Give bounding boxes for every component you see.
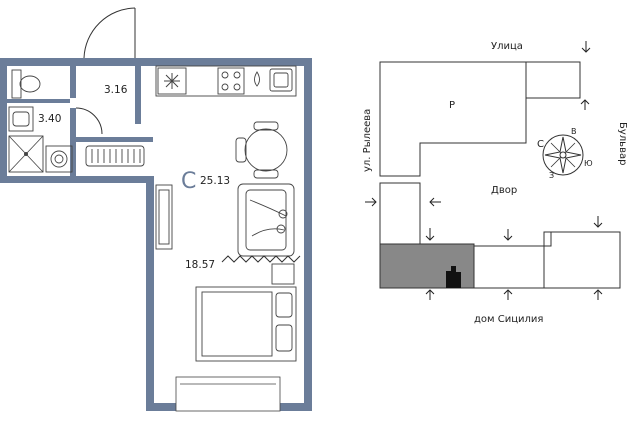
street-label: Улица [491,41,523,52]
entrance-arrows [365,41,603,300]
compass-south-label: Ю [584,159,593,168]
apartment-plan: 3.16 3.40 25.13 18.57 С ДомКлик [0,7,312,412]
toilet-icon [11,69,41,99]
current-apartment-marker [446,266,461,288]
bathroom-door [75,107,103,135]
compass-west-label: З [549,171,554,180]
studio-marker: С [181,169,196,194]
parking-label: Р [449,100,455,111]
balcony-window [175,376,281,412]
building-east [543,231,621,289]
nightstand-icon [271,263,295,285]
courtyard-label: Двор [491,185,517,196]
compass-rose-icon [542,134,584,176]
building-middle [473,245,545,289]
sofa-icon [237,183,295,257]
sleep-zone-area-label: 18.57 [185,259,215,271]
boulevard-label: Бульвар [617,122,628,165]
residence-name-label: дом Сицилия [474,314,543,325]
bed-icon [195,286,297,362]
washing-machine-icon [45,145,73,173]
entrance-door [83,7,136,59]
main-room-area-label: 25.13 [200,175,230,187]
corridor-area-label: 3.16 [104,84,128,96]
radiator-icon [85,145,145,167]
left-street-label: ул. Рылеева [362,109,373,172]
building-northeast [525,61,581,99]
compass-north-label: С [537,139,544,150]
site-plan: С В Ю З Улица Р Двор дом Сицилия ул. Рыл… [362,41,628,325]
tv-stand [155,184,173,250]
watermark-logo: ДомКлик [30,390,110,408]
compass-east-label: В [571,127,577,136]
main-building [379,61,527,177]
bathroom-area-label: 3.40 [38,113,61,125]
kitchen-counter [155,65,297,97]
building-step [543,231,552,247]
shower-tray-icon [8,135,44,173]
building-west [379,182,421,245]
sink-icon [8,106,34,132]
dining-table [235,121,288,179]
zone-divider-icon [221,255,301,263]
